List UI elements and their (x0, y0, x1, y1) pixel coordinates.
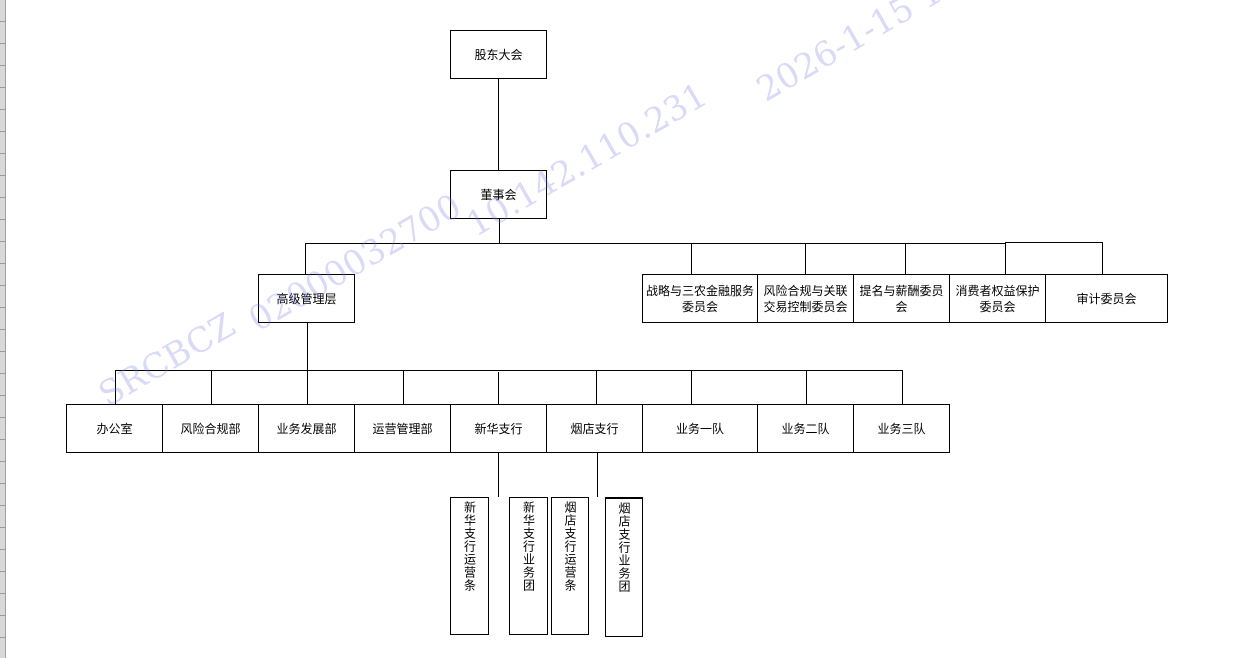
row-header-strip (0, 0, 6, 658)
org-box-department[interactable]: 业务发展部 (258, 404, 355, 453)
org-box-committee[interactable]: 消费者权益保护委员会 (949, 274, 1046, 323)
connector (498, 372, 499, 404)
connector (691, 243, 692, 274)
connector (498, 452, 499, 497)
connector (905, 243, 906, 274)
org-box-sub-unit[interactable]: 新华支行运营条 (450, 497, 489, 635)
org-box-committee[interactable]: 战略与三农金融服务委员会 (642, 274, 758, 323)
org-box-department[interactable]: 业务二队 (757, 404, 854, 453)
org-box-senior-management[interactable]: 高级管理层 (258, 274, 355, 323)
org-box-sub-unit[interactable]: 新华支行业务团 (509, 497, 548, 635)
connector (211, 370, 212, 404)
connector (307, 322, 308, 370)
connector (307, 370, 308, 404)
org-box-department[interactable]: 业务一队 (642, 404, 758, 453)
connector (805, 243, 806, 274)
connector (305, 243, 306, 274)
org-box-board[interactable]: 董事会 (450, 170, 547, 219)
watermark-datetime: 2026-1-15 10:4 (750, 0, 997, 111)
connector (1005, 242, 1103, 243)
org-box-department[interactable]: 烟店支行 (546, 404, 643, 453)
org-box-department[interactable]: 办公室 (66, 404, 163, 453)
connector (115, 370, 903, 371)
connector (1102, 242, 1103, 274)
connector (596, 370, 597, 404)
org-box-department[interactable]: 运营管理部 (354, 404, 451, 453)
org-box-sub-unit[interactable]: 烟店支行业务团 (605, 497, 643, 637)
connector (498, 78, 499, 170)
connector (1005, 242, 1006, 274)
connector (403, 370, 404, 404)
connector (691, 370, 692, 404)
org-box-sub-unit[interactable]: 烟店支行运营条 (551, 497, 589, 635)
org-box-shareholders[interactable]: 股东大会 (450, 30, 547, 79)
connector (499, 218, 500, 243)
org-box-committee[interactable]: 提名与薪酬委员会 (853, 274, 950, 323)
connector (305, 243, 1006, 244)
connector (597, 452, 598, 497)
org-box-committee[interactable]: 风险合规与关联交易控制委员会 (757, 274, 854, 323)
org-box-committee[interactable]: 审计委员会 (1045, 274, 1168, 323)
connector (902, 370, 903, 404)
org-box-department[interactable]: 风险合规部 (162, 404, 259, 453)
org-box-department[interactable]: 业务三队 (853, 404, 950, 453)
connector (115, 370, 116, 404)
org-box-department[interactable]: 新华支行 (450, 404, 547, 453)
connector (806, 370, 807, 404)
